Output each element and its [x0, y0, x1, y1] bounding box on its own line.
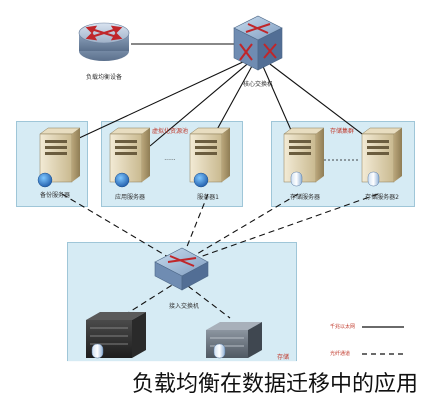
- core-switch-icon: [233, 15, 283, 71]
- server-icon-1: [37, 127, 81, 188]
- legend-solid-label: 千兆以太网: [330, 324, 356, 330]
- server-a-label: 备份服务器: [39, 192, 71, 199]
- storage-rack-dark-icon: [86, 312, 146, 359]
- server-icon-2: [109, 127, 151, 188]
- core-switch-label: 核心交换机: [242, 81, 274, 88]
- ellipsis-label: ......: [164, 155, 176, 162]
- server-e-label: 存储服务器2: [365, 194, 399, 201]
- server-c-label: 服务器1: [197, 194, 219, 201]
- server-icon-3: [189, 127, 231, 188]
- server-b-label: 应用服务器: [114, 194, 146, 201]
- caption-text: 负载均衡在数据迁移中的应用: [131, 372, 418, 397]
- load-balancer-icon: [78, 22, 130, 61]
- legend-dashed-label: 光纤通道: [330, 351, 351, 357]
- lower-switch-label: 接入交换机: [168, 303, 200, 310]
- server-icon-4: [283, 127, 325, 187]
- group-right-title: 存储集群: [329, 128, 355, 135]
- dashed-links: [61, 193, 379, 319]
- caption-band: 负载均衡在数据迁移中的应用: [0, 361, 422, 400]
- storage-rack-grey-icon: [206, 322, 262, 359]
- group-left-title: 虚拟化资源池: [151, 128, 189, 135]
- server-d-label: 存储服务器: [289, 194, 321, 201]
- lower-switch-icon: [154, 247, 209, 291]
- server-icon-5: [361, 127, 403, 187]
- load-balancer-label: 负载均衡设备: [85, 74, 123, 81]
- storage-note: 存储: [276, 354, 290, 361]
